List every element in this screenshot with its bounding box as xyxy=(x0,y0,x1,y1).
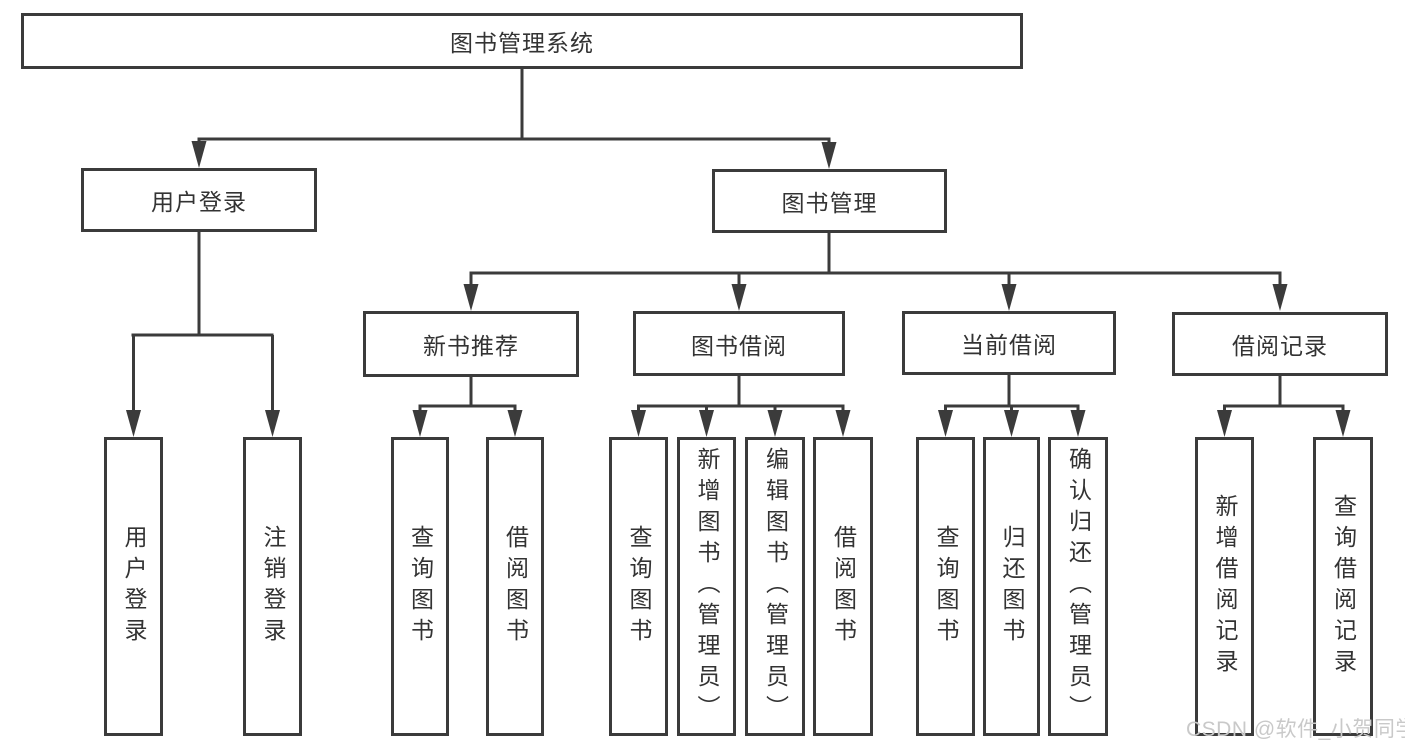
connector-borrow-records xyxy=(1223,376,1345,412)
connector-book-mgmt xyxy=(469,233,1282,286)
connector-current-borrow xyxy=(944,375,1080,412)
node-user-login: 用户登录 xyxy=(81,168,317,232)
connector-root xyxy=(197,69,831,144)
node-book-management: 图书管理 xyxy=(712,169,947,233)
node-book-borrowing: 图书借阅 xyxy=(633,311,845,376)
leaf-return-books: 归还图书 xyxy=(983,437,1040,736)
leaf-query-books-2: 查询图书 xyxy=(609,437,668,736)
node-new-book-recommendation: 新书推荐 xyxy=(363,311,579,377)
node-root: 图书管理系统 xyxy=(21,13,1023,69)
leaf-add-borrow-record: 新增借阅记录 xyxy=(1195,437,1254,736)
connector-new-book xyxy=(418,377,517,412)
leaf-query-books-1: 查询图书 xyxy=(391,437,449,736)
node-current-borrowing: 当前借阅 xyxy=(902,311,1116,375)
leaf-user-login: 用户登录 xyxy=(104,437,163,736)
arrowheads xyxy=(126,141,1351,437)
leaf-query-books-3: 查询图书 xyxy=(916,437,975,736)
leaf-logout: 注销登录 xyxy=(243,437,302,736)
leaf-borrow-books-2: 借阅图书 xyxy=(813,437,873,736)
csdn-watermark: CSDN @软件_小贺同学 xyxy=(1186,718,1405,741)
node-borrow-records: 借阅记录 xyxy=(1172,312,1388,376)
leaf-edit-books-admin: 编辑图书（管理员） xyxy=(745,437,805,736)
connector-book-borrow xyxy=(637,376,845,412)
leaf-confirm-return-admin: 确认归还（管理员） xyxy=(1048,437,1108,736)
leaf-borrow-books-1: 借阅图书 xyxy=(486,437,544,736)
connector-user-login xyxy=(131,232,274,412)
leaf-query-borrow-record: 查询借阅记录 xyxy=(1313,437,1373,736)
leaf-add-books-admin: 新增图书（管理员） xyxy=(677,437,736,736)
